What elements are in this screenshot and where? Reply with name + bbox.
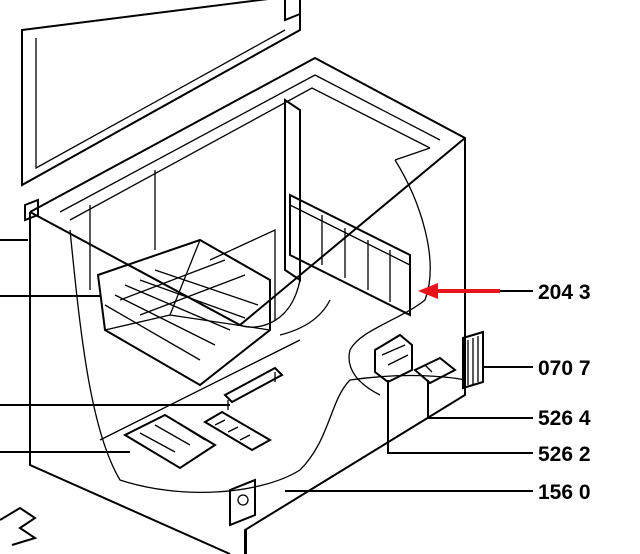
callout-label: 070 7	[538, 357, 591, 380]
divider-panel	[89, 98, 301, 320]
vent-grille[interactable]	[462, 330, 484, 390]
basket[interactable]	[96, 238, 271, 387]
left-leader-lines	[0, 239, 247, 554]
hinge-part[interactable]	[0, 506, 38, 546]
lid[interactable]	[21, 0, 301, 187]
callout-526-2[interactable]: 526 2	[387, 380, 591, 466]
evaporator-plate[interactable]	[289, 193, 411, 317]
callout-label: 156 0	[538, 481, 591, 504]
callout-526-4[interactable]: 526 4	[427, 380, 591, 430]
callout-label: 526 2	[538, 443, 591, 466]
callout-070-7[interactable]: 070 7	[483, 357, 591, 380]
callout-label: 526 4	[538, 407, 591, 430]
callout-204-3[interactable]: 204 3	[418, 281, 591, 304]
callout-156-0[interactable]: 156 0	[285, 481, 591, 504]
tray-part[interactable]	[122, 413, 217, 470]
highlight-arrow-head-icon	[418, 283, 438, 299]
thermostat-part[interactable]	[374, 333, 413, 384]
hinge-bracket	[24, 198, 39, 222]
lamp-housing[interactable]	[229, 478, 256, 527]
callout-label: 204 3	[538, 281, 591, 304]
rack-part[interactable]	[203, 410, 273, 452]
shelf-part[interactable]	[223, 366, 284, 410]
relay-part[interactable]	[413, 356, 457, 385]
